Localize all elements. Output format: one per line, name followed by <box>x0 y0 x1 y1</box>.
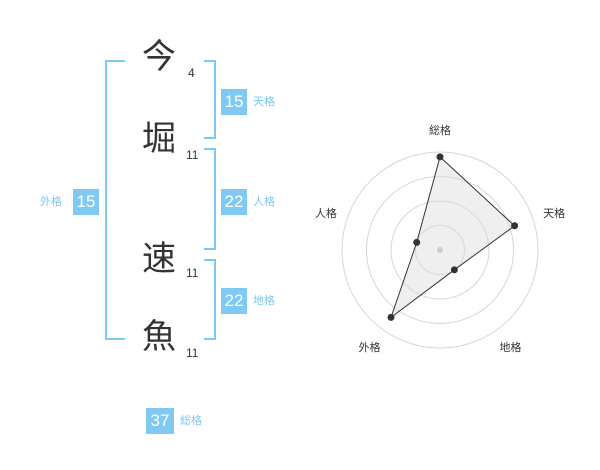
radar-ring <box>366 176 514 324</box>
radar-axis-label: 地格 <box>500 340 522 354</box>
jinkaku-value: 22 <box>221 189 247 215</box>
radar-point <box>387 313 395 321</box>
soukaku-label: 総格 <box>180 414 202 427</box>
tenkaku-bracket <box>204 60 216 139</box>
radar-axis-label: 人格 <box>315 206 337 220</box>
radar-ring <box>415 225 465 275</box>
radar-center <box>437 247 443 253</box>
radar-ring <box>341 151 539 349</box>
gaikaku-bracket <box>105 60 125 340</box>
radar-polygon <box>390 155 516 319</box>
name-char-4: 魚 <box>142 317 176 357</box>
soukaku-value: 37 <box>146 408 174 434</box>
name-char-3: 速 <box>142 239 176 279</box>
radar-ring <box>390 200 490 300</box>
stroke-count-3: 11 <box>186 266 199 280</box>
radar-axis-label: 外格 <box>358 340 380 354</box>
name-char-2: 堀 <box>142 119 176 159</box>
name-char-1: 今 <box>142 37 176 77</box>
chikaku-bracket <box>204 259 216 340</box>
radar-axis-label: 天格 <box>543 206 565 220</box>
radar-point <box>413 238 421 246</box>
gaikaku-value: 15 <box>73 189 99 215</box>
jinkaku-label: 人格 <box>253 195 275 208</box>
radar-axis-label: 総格 <box>429 123 451 137</box>
radar-point <box>436 153 444 161</box>
stroke-count-4: 11 <box>186 346 199 360</box>
chikaku-value: 22 <box>221 288 247 314</box>
radar-point <box>511 222 519 230</box>
gaikaku-label: 外格 <box>40 195 62 208</box>
tenkaku-value: 15 <box>221 89 247 115</box>
stroke-count-1: 4 <box>188 66 195 80</box>
stroke-count-2: 11 <box>186 148 199 162</box>
tenkaku-label: 天格 <box>253 95 275 108</box>
radar-point <box>450 266 458 274</box>
chikaku-label: 地格 <box>253 294 275 307</box>
jinkaku-bracket <box>204 148 216 250</box>
